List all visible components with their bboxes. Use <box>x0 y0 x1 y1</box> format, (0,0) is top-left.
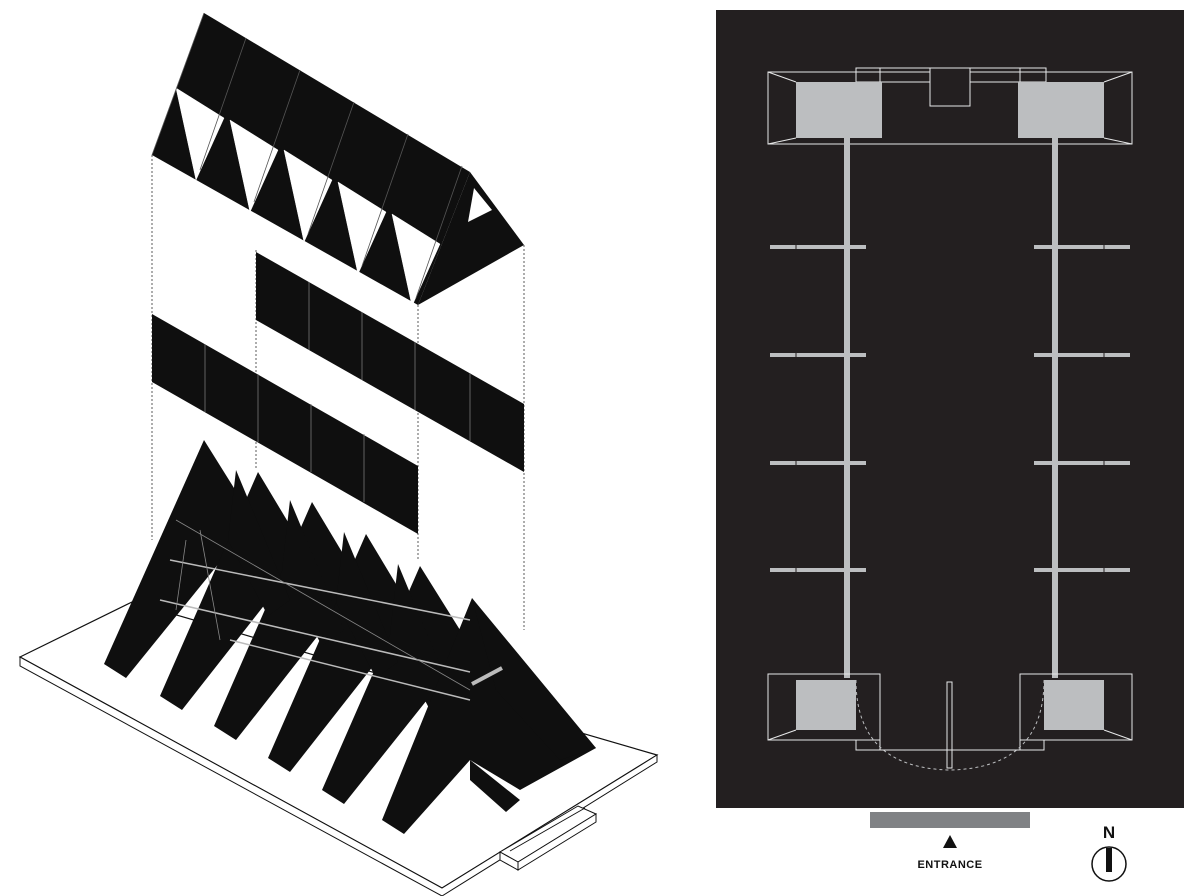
north-arrow-icon: N <box>1091 823 1127 882</box>
plan-wall-east <box>1052 138 1058 678</box>
north-label: N <box>1103 823 1115 842</box>
entrance-bar <box>870 812 1030 828</box>
roof-module <box>151 12 524 307</box>
floor-plan <box>716 10 1184 808</box>
plan-wall-nw <box>796 82 882 138</box>
plan-wall-se <box>1044 680 1104 730</box>
plan-wall-sw <box>796 680 856 730</box>
center-post <box>946 681 953 769</box>
plan-ground <box>716 10 1184 808</box>
wall-panel-rear <box>256 252 524 472</box>
plan-wall-west <box>844 138 850 678</box>
wall-panel-front <box>152 314 418 534</box>
entrance-step <box>498 805 598 871</box>
plan-south-block <box>767 673 1133 751</box>
triangle-up-icon <box>943 835 957 848</box>
plan-wall-ne <box>1018 82 1104 138</box>
plan-ribs-west <box>770 245 866 572</box>
exploded-axonometric <box>18 12 659 896</box>
entrance-label: ENTRANCE <box>917 859 982 871</box>
plan-north-block <box>767 67 1133 145</box>
plan-ribs-east <box>1034 245 1130 572</box>
a-frame-structure <box>104 440 596 834</box>
